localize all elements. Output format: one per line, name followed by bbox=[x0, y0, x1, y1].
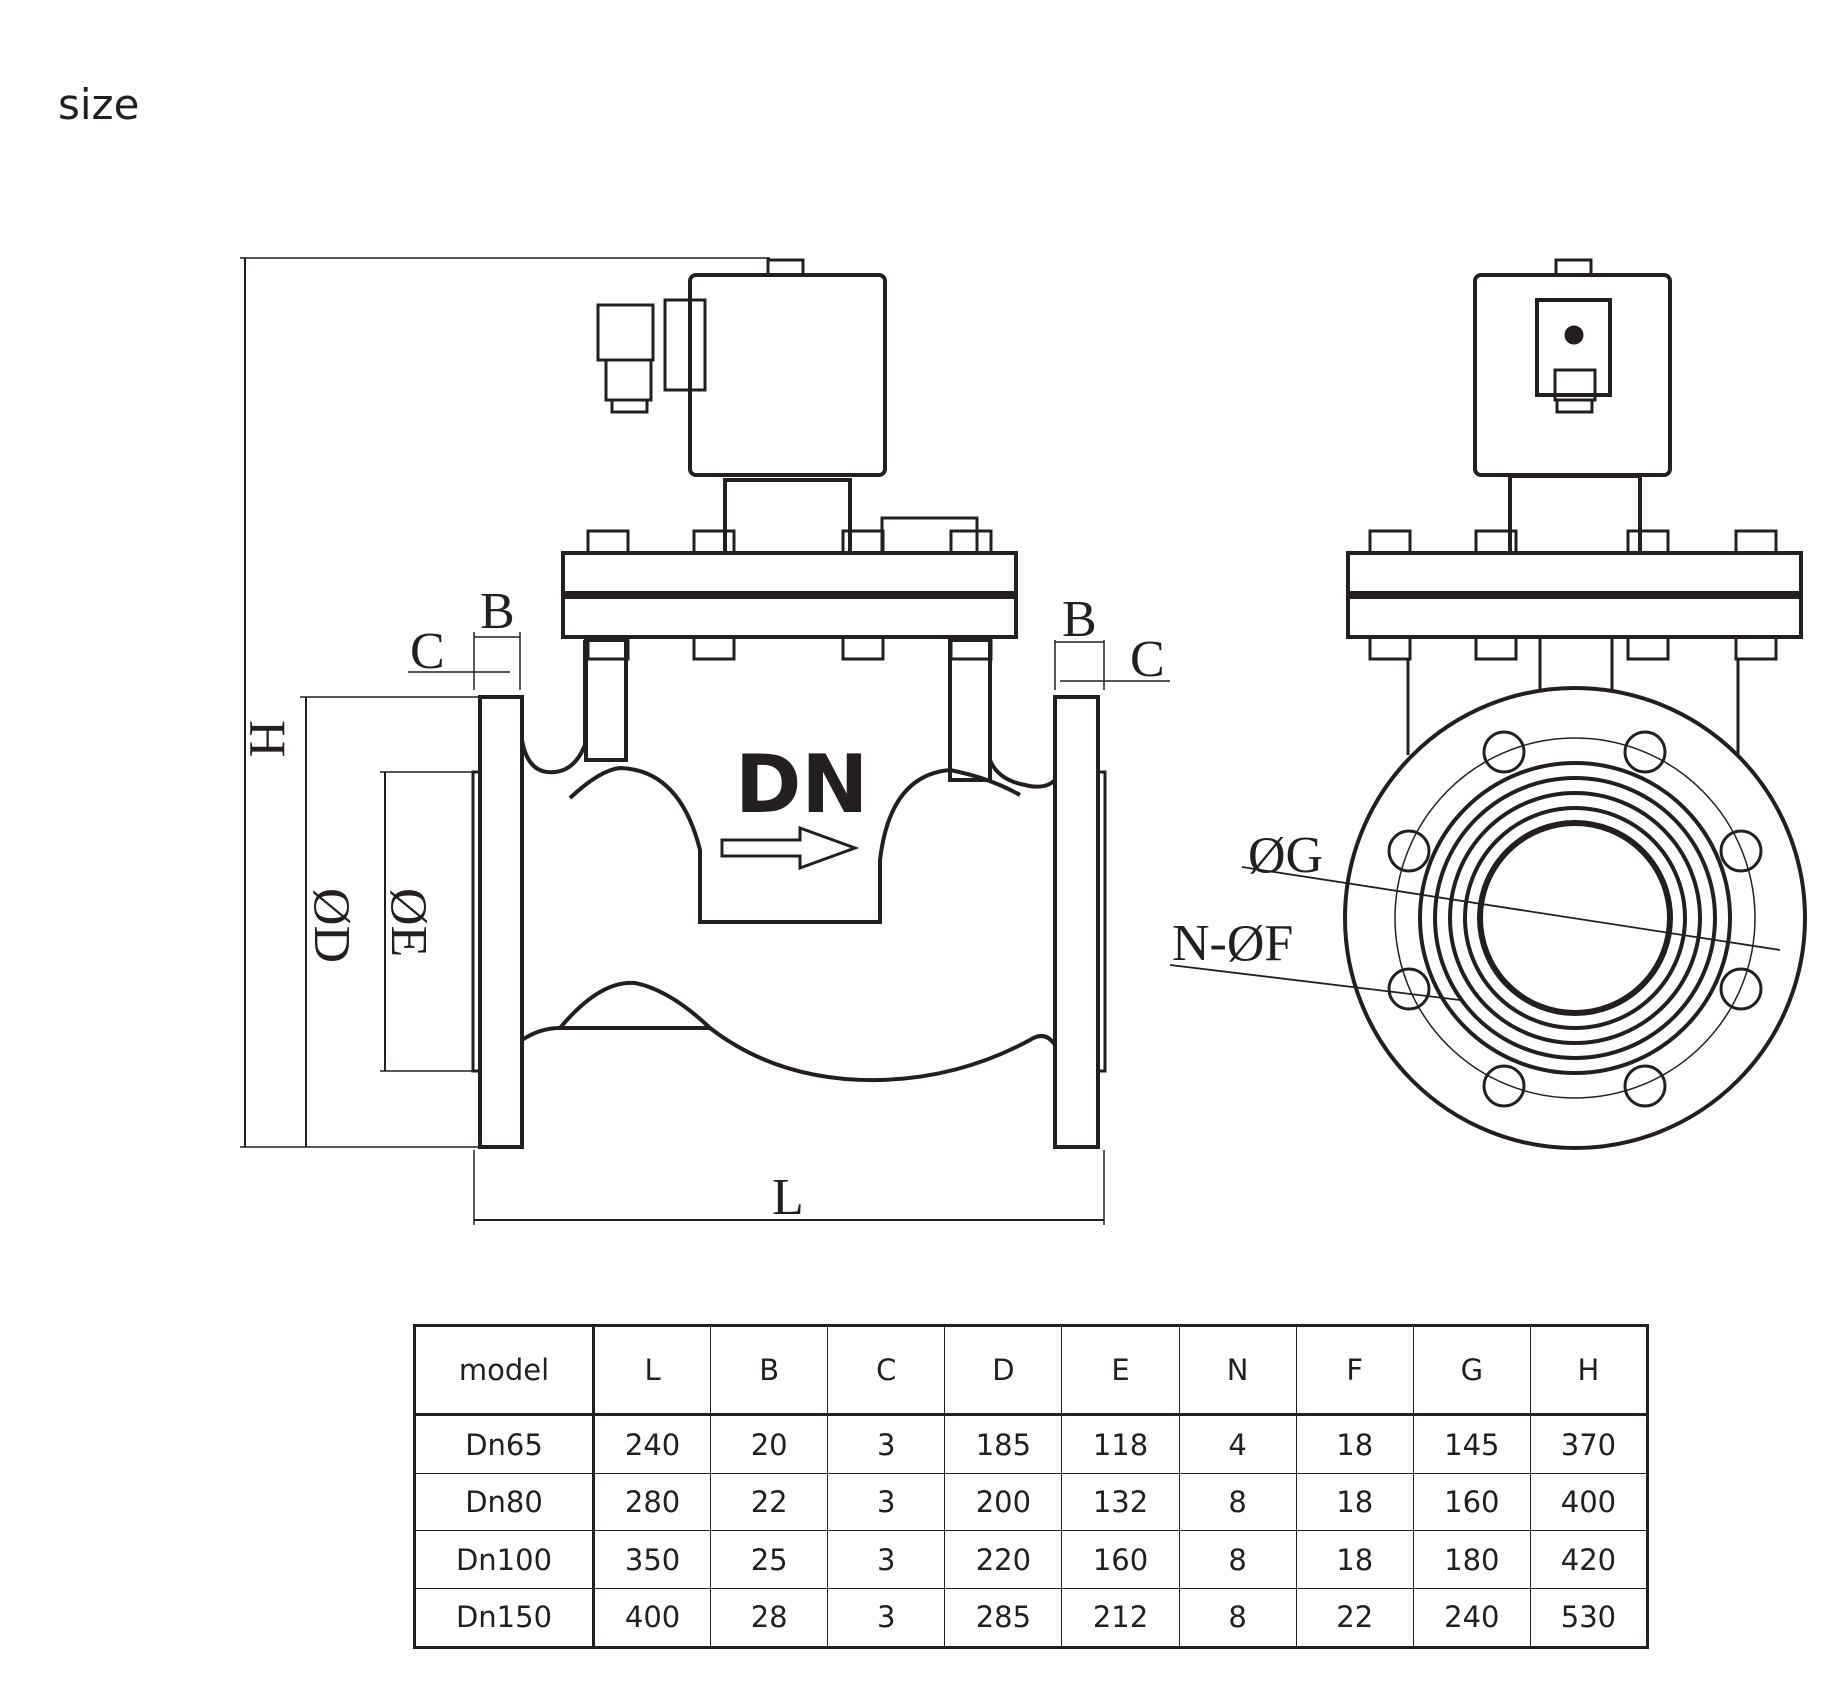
table-cell: 8 bbox=[1178, 1587, 1297, 1649]
table-cell: 118 bbox=[1061, 1413, 1180, 1475]
side-view bbox=[240, 257, 1170, 1225]
dim-label-g: ØG bbox=[1248, 827, 1323, 884]
table-cell: 420 bbox=[1529, 1530, 1649, 1589]
table-header-row: model L B C D E N F G H bbox=[414, 1325, 1649, 1416]
table-cell: Dn65 bbox=[414, 1413, 595, 1475]
table-cell: Dn150 bbox=[414, 1587, 595, 1649]
dim-label-nf: N-ØF bbox=[1172, 915, 1293, 972]
dim-label-c-left: C bbox=[410, 623, 445, 680]
column-header: model bbox=[414, 1325, 595, 1416]
column-header: N bbox=[1178, 1325, 1297, 1416]
table-cell: 400 bbox=[1529, 1473, 1649, 1532]
dimension-table: model L B C D E N F G H Dn65 240 20 3 18… bbox=[413, 1324, 1649, 1649]
table-cell: 18 bbox=[1295, 1473, 1414, 1532]
table-row: Dn80 280 22 3 200 132 8 18 160 400 bbox=[414, 1473, 1649, 1532]
table-cell: 22 bbox=[710, 1473, 829, 1532]
table-cell: 8 bbox=[1178, 1530, 1297, 1589]
column-header: L bbox=[592, 1325, 712, 1416]
column-header: D bbox=[944, 1325, 1063, 1416]
dim-label-e: ØE bbox=[380, 888, 437, 957]
column-header: C bbox=[827, 1325, 946, 1416]
table-cell: 185 bbox=[944, 1413, 1063, 1475]
table-cell: 280 bbox=[592, 1473, 712, 1532]
column-header: E bbox=[1061, 1325, 1180, 1416]
table-row: Dn100 350 25 3 220 160 8 18 180 420 bbox=[414, 1530, 1649, 1589]
table-cell: 18 bbox=[1295, 1413, 1414, 1475]
table-cell: 20 bbox=[710, 1413, 829, 1475]
column-header: G bbox=[1412, 1325, 1531, 1416]
table-cell: 350 bbox=[592, 1530, 712, 1589]
table-cell: Dn80 bbox=[414, 1473, 595, 1532]
table-cell: 3 bbox=[827, 1587, 946, 1649]
table-cell: 160 bbox=[1412, 1473, 1531, 1532]
table-cell: 160 bbox=[1061, 1530, 1180, 1589]
table-cell: 200 bbox=[944, 1473, 1063, 1532]
table-cell: 400 bbox=[592, 1587, 712, 1649]
dim-label-b-right: B bbox=[1062, 591, 1097, 648]
table-cell: 285 bbox=[944, 1587, 1063, 1649]
table-cell: 18 bbox=[1295, 1530, 1414, 1589]
table-cell: 530 bbox=[1529, 1587, 1649, 1649]
table-cell: 240 bbox=[1412, 1587, 1531, 1649]
end-view bbox=[1169, 258, 1807, 1150]
table-cell: 3 bbox=[827, 1473, 946, 1532]
table-row: Dn150 400 28 3 285 212 8 22 240 530 bbox=[414, 1587, 1649, 1649]
page-title: size bbox=[58, 80, 140, 129]
flow-dn-label: DN bbox=[735, 738, 868, 831]
dim-label-c-right: C bbox=[1130, 631, 1165, 688]
table-cell: 240 bbox=[592, 1413, 712, 1475]
dim-label-d: ØD bbox=[303, 888, 360, 963]
table-cell: 25 bbox=[710, 1530, 829, 1589]
table-cell: 4 bbox=[1178, 1413, 1297, 1475]
column-header: B bbox=[710, 1325, 829, 1416]
dim-label-l: L bbox=[772, 1169, 804, 1226]
table-cell: 28 bbox=[710, 1587, 829, 1649]
column-header: H bbox=[1529, 1325, 1649, 1416]
table-cell: 3 bbox=[827, 1413, 946, 1475]
table-cell: 212 bbox=[1061, 1587, 1180, 1649]
table-cell: 132 bbox=[1061, 1473, 1180, 1532]
dim-label-h: H bbox=[238, 720, 295, 758]
table-cell: 220 bbox=[944, 1530, 1063, 1589]
table-cell: 8 bbox=[1178, 1473, 1297, 1532]
table-row: Dn65 240 20 3 185 118 4 18 145 370 bbox=[414, 1413, 1649, 1475]
dim-label-b-left: B bbox=[480, 583, 515, 640]
table-cell: 22 bbox=[1295, 1587, 1414, 1649]
table-cell: 180 bbox=[1412, 1530, 1531, 1589]
column-header: F bbox=[1295, 1325, 1414, 1416]
table-cell: 370 bbox=[1529, 1413, 1649, 1475]
table-cell: 3 bbox=[827, 1530, 946, 1589]
table-cell: 145 bbox=[1412, 1413, 1531, 1475]
table-cell: Dn100 bbox=[414, 1530, 595, 1589]
